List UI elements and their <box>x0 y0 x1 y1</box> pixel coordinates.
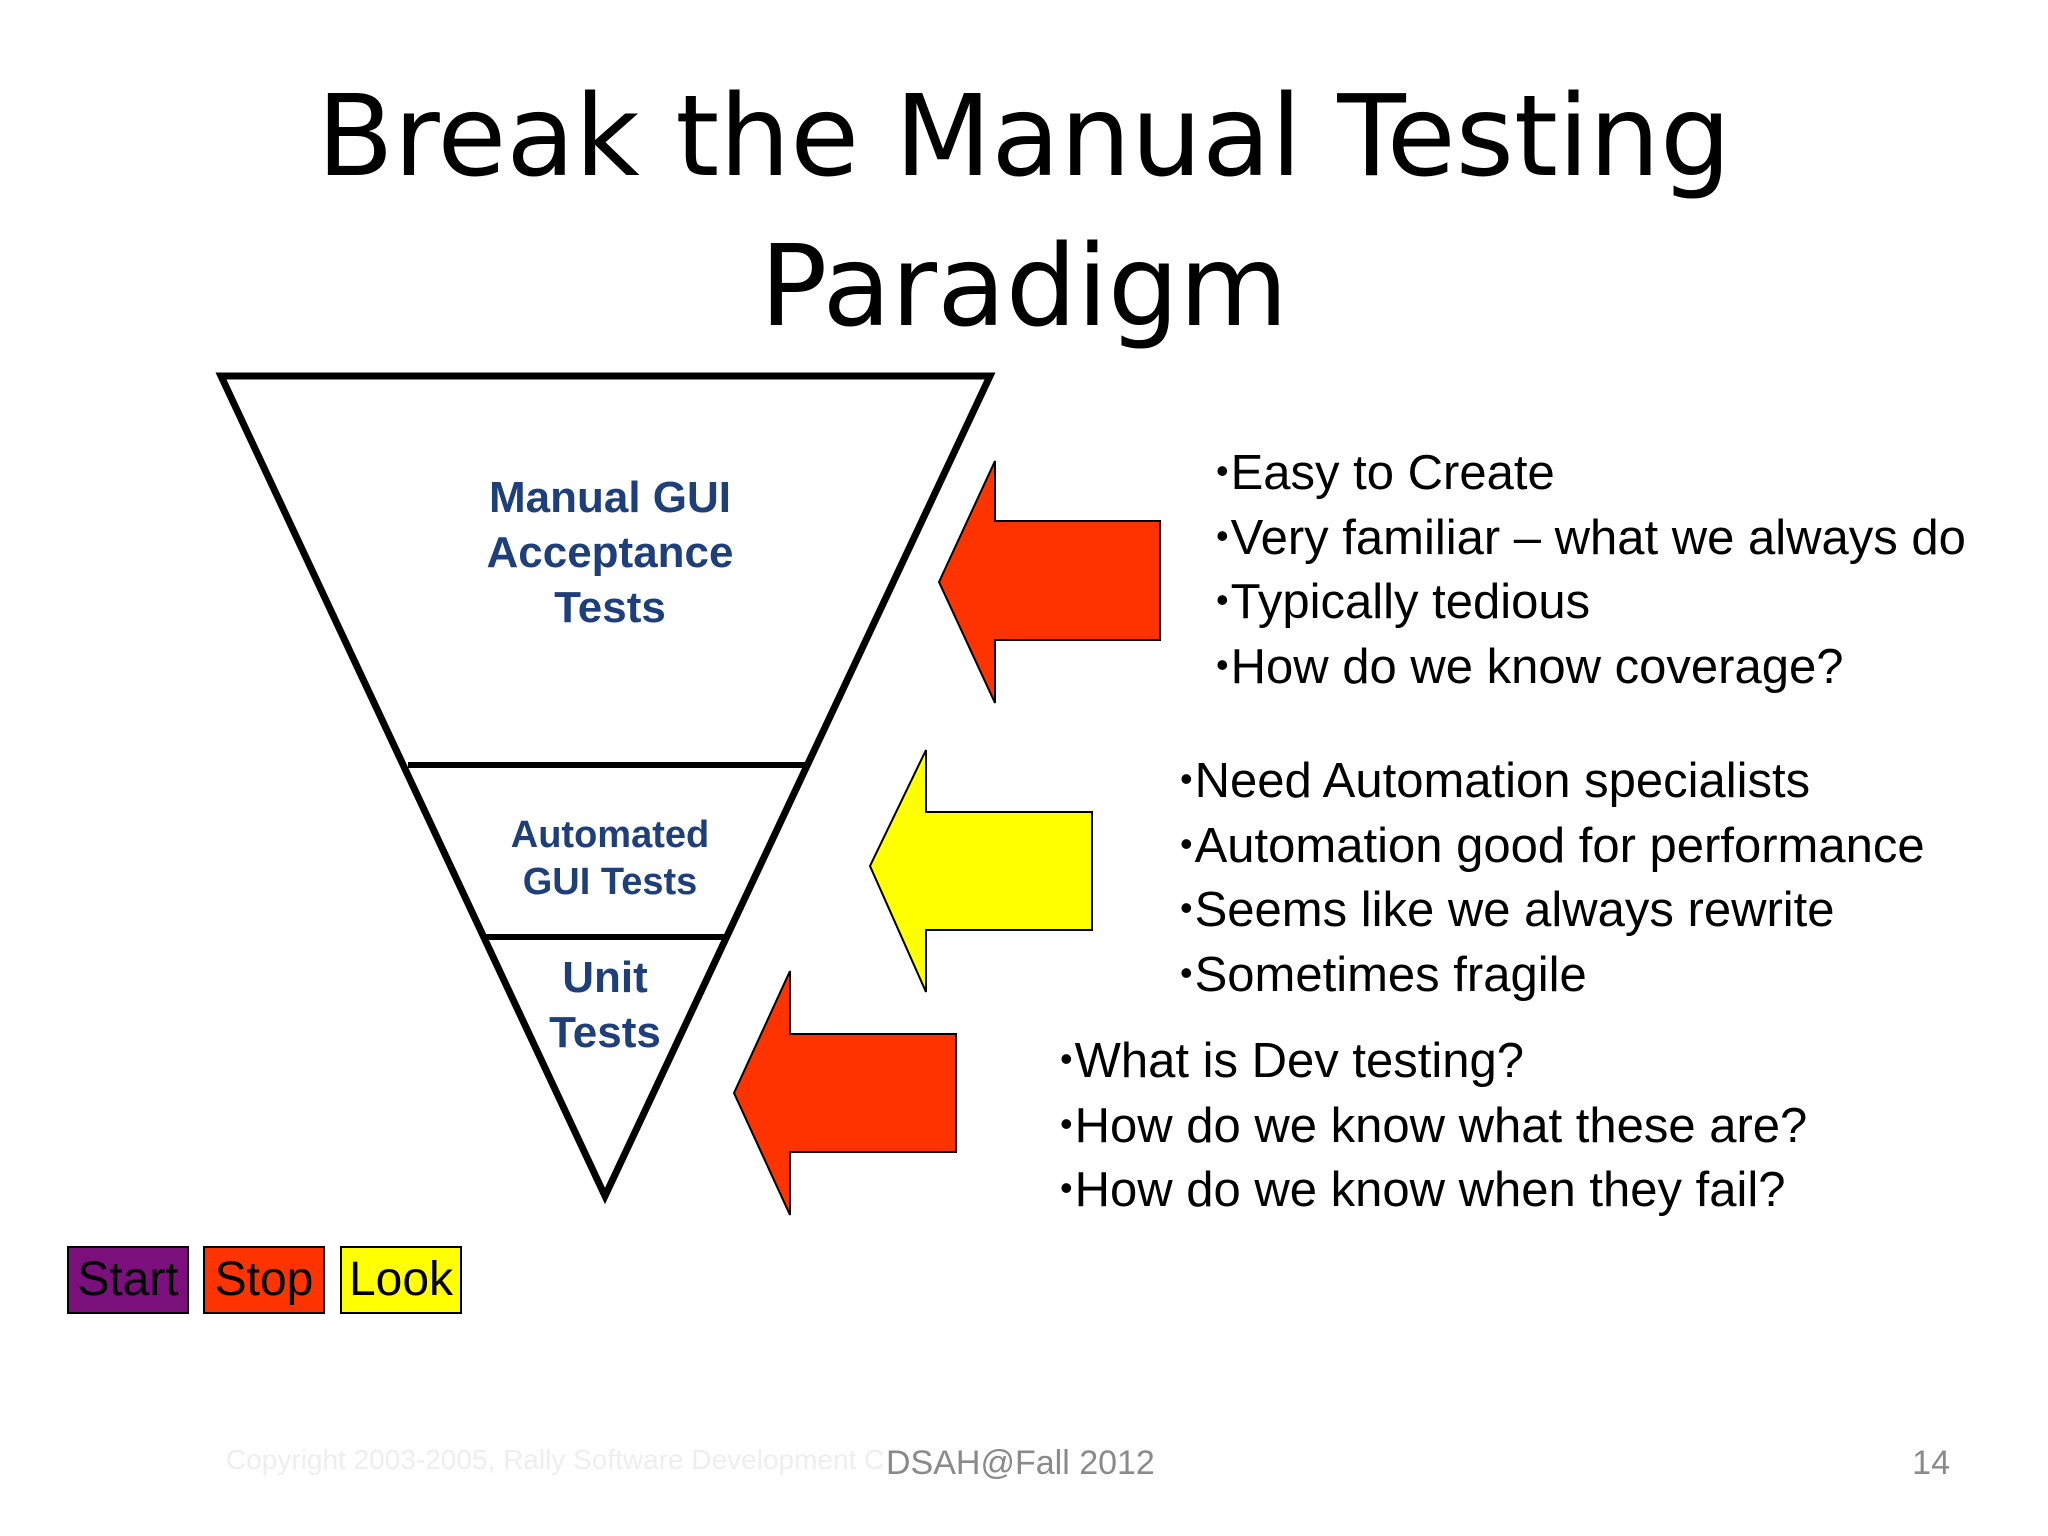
bullet-item: Seems like we always rewrite <box>1180 877 1925 942</box>
bullet-item: Sometimes fragile <box>1180 942 1925 1007</box>
manual-label-line: Manual GUI <box>488 473 732 522</box>
slide-title: Break the Manual Testing Paradigm <box>0 62 2048 362</box>
copyright-notice: Copyright 2003-2005, Rally Software Deve… <box>226 1444 885 1475</box>
stop-arrow-top <box>937 460 1161 704</box>
bullet-item: Need Automation specialists <box>1180 748 1925 813</box>
look-arrow-middle <box>868 749 1093 993</box>
automated-label-line: GUI Tests <box>522 861 698 903</box>
automated-label-line: Automated <box>510 814 710 856</box>
bullet-item: How do we know coverage? <box>1216 634 1966 699</box>
manual-label-line: Acceptance <box>486 528 734 577</box>
unit-tests-label: Unit Tests <box>510 950 700 1060</box>
bullet-item: Typically tedious <box>1216 569 1966 634</box>
legend-look: Look <box>340 1246 462 1314</box>
bullet-item: What is Dev testing? <box>1060 1028 1807 1093</box>
bullet-item: Automation good for performance <box>1180 813 1925 878</box>
legend-start: Start <box>67 1246 189 1314</box>
automated-tests-bullets: Need Automation specialists Automation g… <box>1180 748 1925 1006</box>
stop-arrow-bottom <box>732 970 957 1216</box>
manual-tests-bullets: Easy to Create Very familiar – what we a… <box>1216 440 1966 698</box>
bullet-item: Very familiar – what we always do <box>1216 505 1966 570</box>
legend-stop: Stop <box>203 1246 325 1314</box>
inverted-pyramid <box>215 372 996 1205</box>
automated-gui-tests-label: Automated GUI Tests <box>460 812 760 906</box>
bullet-item: How do we know what these are? <box>1060 1093 1808 1158</box>
manual-gui-tests-label: Manual GUI Acceptance Tests <box>410 470 810 635</box>
unit-label-line: Unit <box>562 953 648 1002</box>
manual-label-line: Tests <box>554 583 666 632</box>
slide-title-line-2: Paradigm <box>759 222 1289 352</box>
page-number: 14 <box>1912 1444 1950 1482</box>
unit-tests-bullets: What is Dev testing? How do we know what… <box>1060 1028 1808 1222</box>
unit-label-line: Tests <box>549 1008 661 1057</box>
slide-title-line-1: Break the Manual Testing <box>316 72 1732 202</box>
bullet-item: Easy to Create <box>1216 440 1966 505</box>
bullet-item: How do we know when they fail? <box>1060 1157 1807 1222</box>
course-footer: DSAH@Fall 2012 <box>886 1444 1155 1483</box>
